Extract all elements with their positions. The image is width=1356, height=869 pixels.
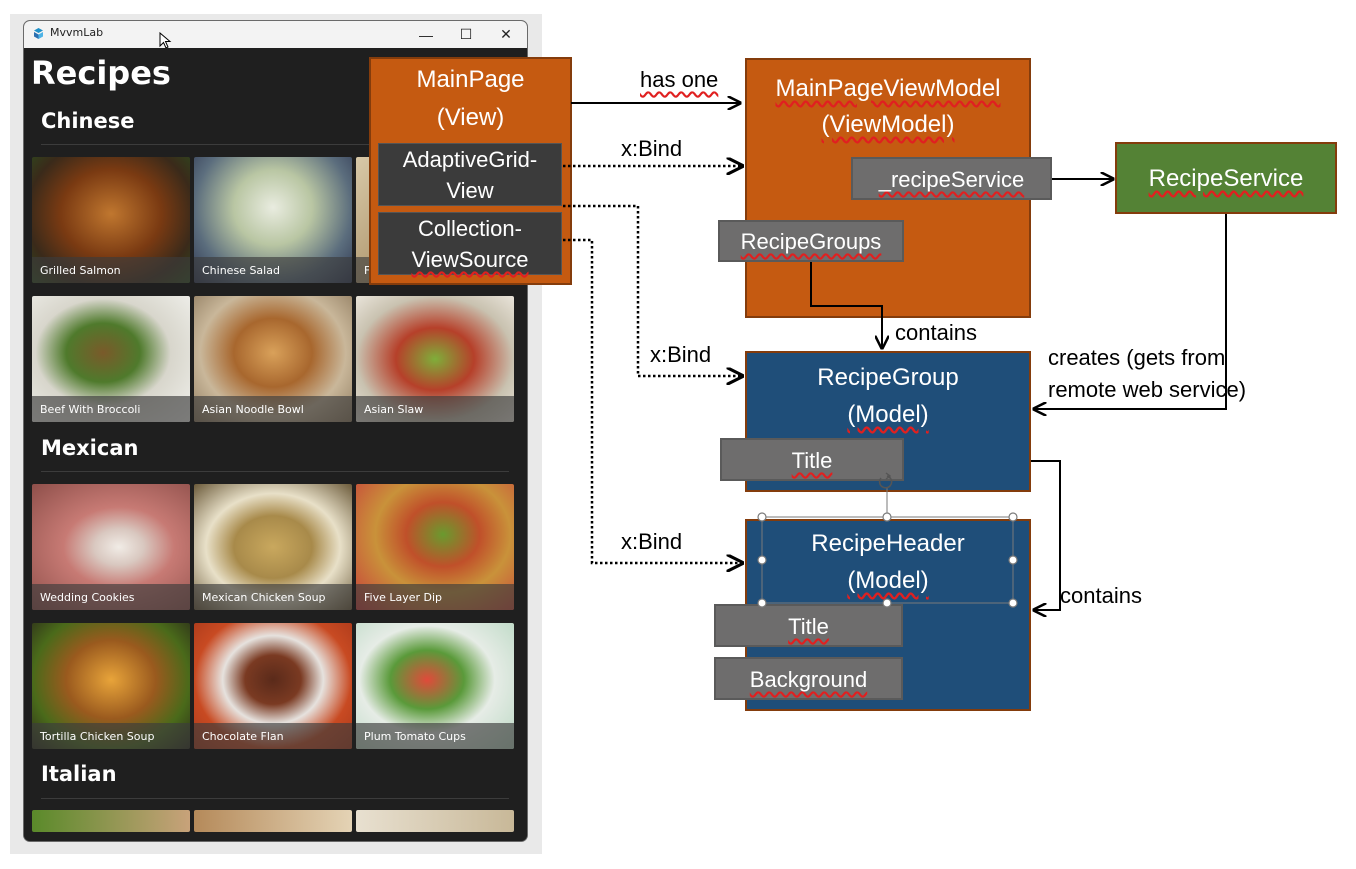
recipegroup-label: RecipeGroup [817, 364, 959, 391]
recipe-tile[interactable]: Mexican Chicken Soup [194, 484, 352, 610]
rotate-handle-icon [878, 472, 893, 489]
recipe-image [194, 810, 352, 832]
app-icon [34, 28, 43, 39]
recipeheader-background-label: Background [749, 667, 868, 692]
recipe-title: F [364, 264, 371, 277]
collectionviewsource-box: Collection- ViewSource [378, 212, 562, 275]
recipeheader-label: RecipeHeader [811, 530, 965, 557]
recipe-tile[interactable] [356, 810, 514, 832]
recipeheader-background-box: Background [714, 657, 903, 700]
mainpage-label: MainPage [416, 66, 525, 93]
contains-label-1: contains [895, 320, 977, 345]
recipe-title: Plum Tomato Cups [364, 730, 466, 743]
mouse-cursor-icon [159, 32, 172, 49]
recipe-tile[interactable]: Asian Noodle Bowl [194, 296, 352, 422]
recipe-title: Five Layer Dip [364, 591, 443, 604]
page-title: Recipes [31, 54, 171, 92]
recipeservice-field-label: _recipeService [878, 167, 1025, 192]
recipe-tile[interactable] [32, 810, 190, 832]
group-header-italian[interactable]: Italian [41, 762, 117, 786]
recipe-tile[interactable]: Asian Slaw [356, 296, 514, 422]
selection-frame [757, 488, 1018, 608]
group-divider [41, 798, 509, 799]
recipe-tile[interactable]: Chinese Salad [194, 157, 352, 283]
recipegroup-title-box: Title [720, 438, 904, 481]
minimize-button[interactable]: — [419, 26, 433, 43]
recipe-title: Beef With Broccoli [40, 403, 141, 416]
recipeheader-title-box: Title [714, 604, 903, 647]
recipeservice-box: RecipeService [1115, 142, 1337, 214]
recipeservice-label: RecipeService [1148, 165, 1304, 192]
recipe-title: Chinese Salad [202, 264, 280, 277]
contains-arrow-recipegroup [810, 262, 882, 348]
has-one-label: has one [640, 67, 719, 92]
collectionviewsource-label: Collection- [418, 216, 522, 241]
viewmodel-label: MainPageViewModel [775, 75, 1001, 102]
maximize-button[interactable]: ☐ [459, 26, 473, 42]
adaptivegridview-label: AdaptiveGrid- [402, 147, 538, 172]
recipe-title: Tortilla Chicken Soup [40, 730, 155, 743]
recipe-title: Wedding Cookies [40, 591, 135, 604]
recipegroups-field-box: RecipeGroups [718, 220, 904, 262]
group-header-chinese[interactable]: Chinese [41, 109, 135, 133]
xbind-label-3: x:Bind [621, 529, 683, 554]
group-divider [41, 144, 509, 145]
mainpage-sublabel: (View) [436, 104, 505, 131]
viewmodel-sublabel: (ViewModel) [821, 111, 955, 138]
recipegroup-title-label: Title [791, 448, 833, 473]
recipe-tile[interactable]: Wedding Cookies [32, 484, 190, 610]
recipe-tile[interactable] [194, 810, 352, 832]
recipe-tile[interactable]: Chocolate Flan [194, 623, 352, 749]
creates-arrow [1034, 214, 1227, 409]
window-title: MvvmLab [50, 26, 104, 39]
xbind-arrow-recipeheader [563, 238, 742, 563]
recipe-tile[interactable]: Grilled Salmon [32, 157, 190, 283]
recipe-title: Asian Noodle Bowl [202, 403, 304, 416]
recipe-tile[interactable]: Plum Tomato Cups [356, 623, 514, 749]
xbind-label-2: x:Bind [650, 342, 712, 367]
recipe-title: Asian Slaw [364, 403, 424, 416]
xbind-label-1: x:Bind [621, 136, 683, 161]
group-divider [41, 471, 509, 472]
close-button[interactable]: ✕ [500, 26, 512, 42]
adaptivegridview-box: AdaptiveGrid- View [378, 143, 562, 206]
recipeservice-field-box: _recipeService [851, 157, 1052, 200]
collectionviewsource-sublabel: ViewSource [411, 247, 529, 272]
creates-label-line1: creates (gets from [1048, 345, 1226, 370]
contains-arrow-recipeheader [1031, 460, 1061, 610]
recipe-title: Mexican Chicken Soup [202, 591, 326, 604]
recipe-title: Chocolate Flan [202, 730, 284, 743]
group-header-mexican[interactable]: Mexican [41, 436, 139, 460]
recipegroups-field-label: RecipeGroups [740, 229, 882, 254]
recipeheader-title-label: Title [788, 614, 829, 639]
adaptivegridview-sublabel: View [446, 178, 494, 203]
recipe-tile[interactable]: Beef With Broccoli [32, 296, 190, 422]
recipegroup-sublabel: (Model) [847, 401, 929, 428]
recipeheader-sublabel: (Model) [847, 567, 929, 594]
recipe-image [356, 810, 514, 832]
contains-label-2: contains [1060, 583, 1142, 608]
creates-label-line2: remote web service) [1048, 377, 1247, 402]
recipe-image [32, 810, 190, 832]
recipe-tile[interactable]: Five Layer Dip [356, 484, 514, 610]
title-bar[interactable]: MvvmLab — ☐ ✕ [24, 21, 527, 48]
recipe-tile[interactable]: Tortilla Chicken Soup [32, 623, 190, 749]
recipe-title: Grilled Salmon [40, 264, 121, 277]
xbind-arrow-recipegroup [563, 204, 742, 376]
